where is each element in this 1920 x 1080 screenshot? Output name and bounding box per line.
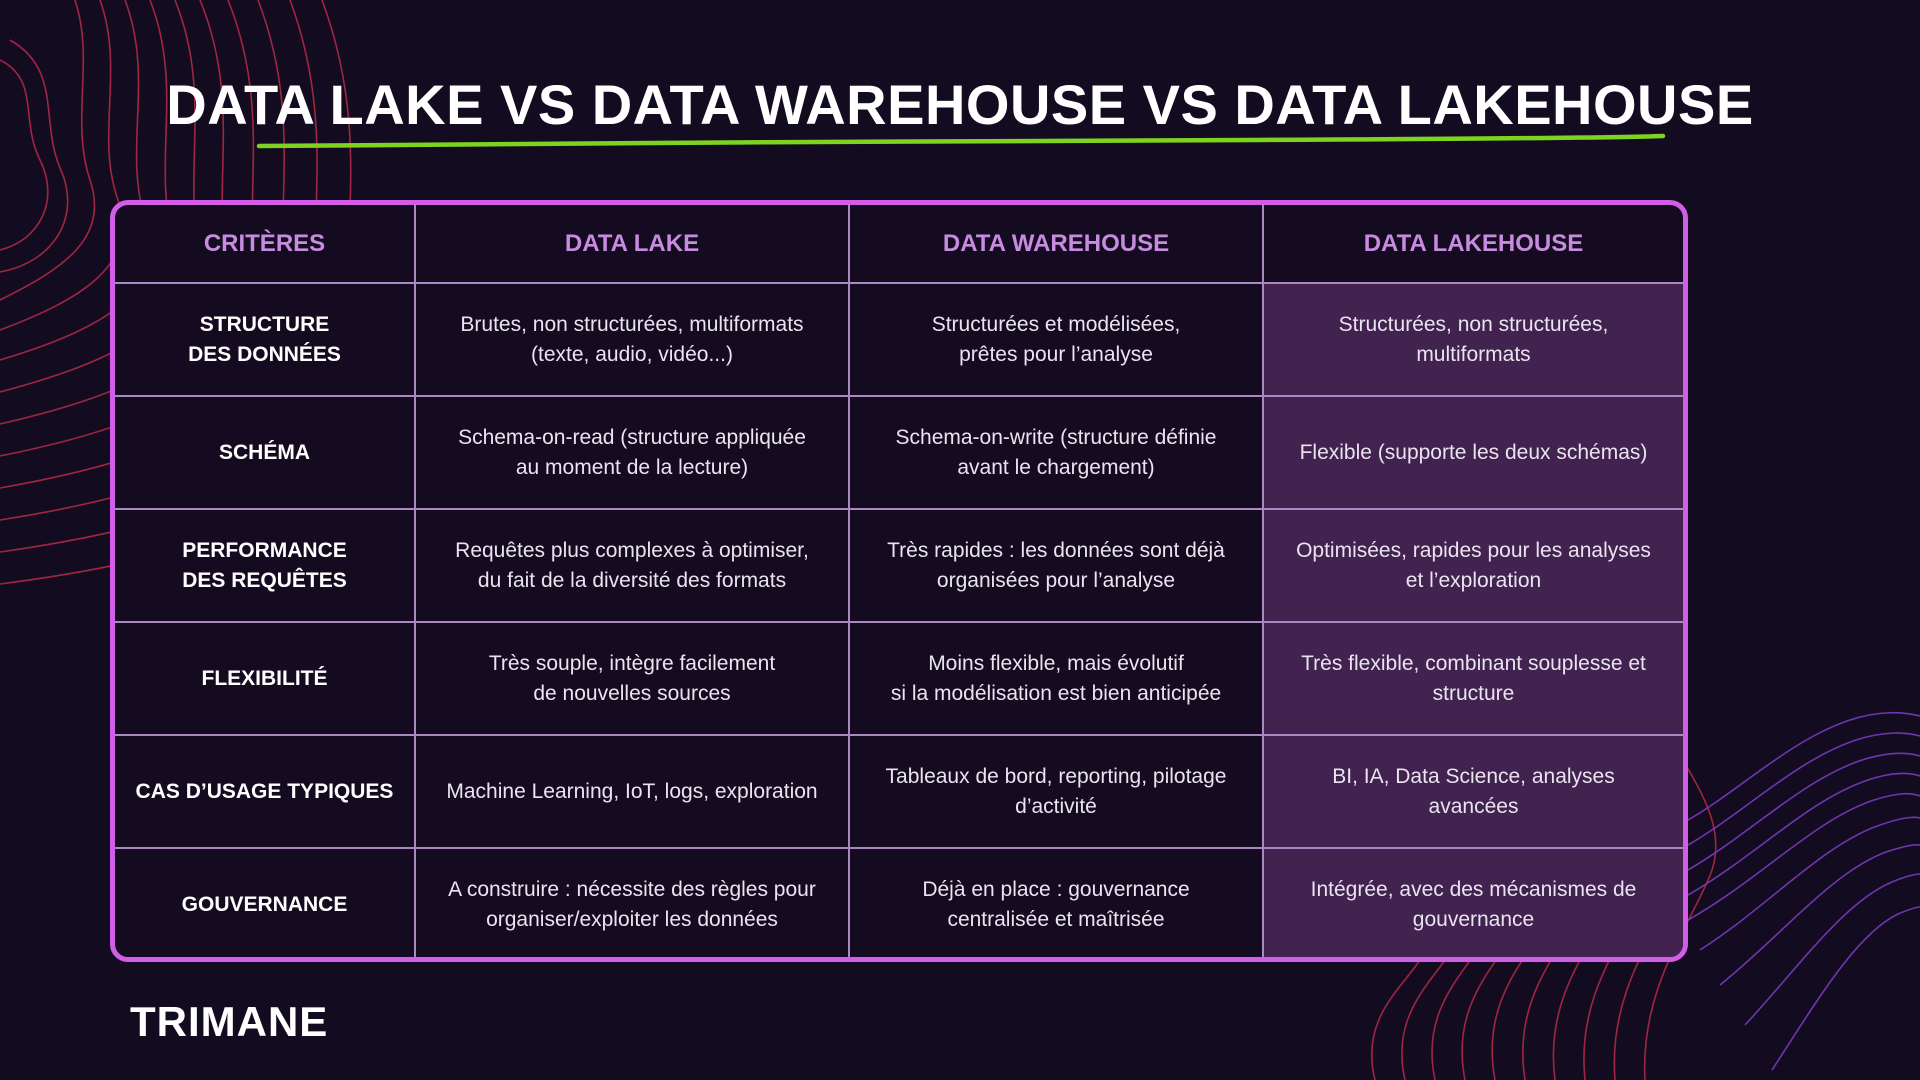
data-lakehouse-cell: Structurées, non structurées, multiforma… <box>1262 282 1683 397</box>
table-row: STRUCTURE DES DONNÉES Brutes, non struct… <box>115 282 1683 397</box>
data-lake-cell: A construire : nécessite des règles pour… <box>414 847 850 957</box>
data-lakehouse-cell: Intégrée, avec des mécanismes de gouvern… <box>1262 847 1683 957</box>
data-warehouse-cell: Très rapides : les données sont déjà org… <box>848 508 1264 623</box>
criterion-cell: PERFORMANCE DES REQUÊTES <box>115 508 416 623</box>
header-data-lakehouse: DATA LAKEHOUSE <box>1262 205 1683 284</box>
brand-logo: TRIMANE <box>130 998 329 1045</box>
criterion-cell: STRUCTURE DES DONNÉES <box>115 282 416 397</box>
data-warehouse-cell: Moins flexible, mais évolutif si la modé… <box>848 621 1264 736</box>
data-lakehouse-cell: Très flexible, combinant souplesse et st… <box>1262 621 1683 736</box>
criterion-cell: GOUVERNANCE <box>115 847 416 957</box>
table-row: SCHÉMA Schema-on-read (structure appliqu… <box>115 395 1683 510</box>
data-lake-cell: Schema-on-read (structure appliquée au m… <box>414 395 850 510</box>
table-row: FLEXIBILITÉ Très souple, intègre facilem… <box>115 621 1683 736</box>
header-data-warehouse: DATA WAREHOUSE <box>848 205 1264 284</box>
table-row: GOUVERNANCE A construire : nécessite des… <box>115 847 1683 957</box>
comparison-table: CRITÈRES DATA LAKE DATA WAREHOUSE DATA L… <box>115 205 1683 957</box>
data-lake-cell: Brutes, non structurées, multiformats (t… <box>414 282 850 397</box>
data-lake-cell: Machine Learning, IoT, logs, exploration <box>414 734 850 849</box>
table-row: PERFORMANCE DES REQUÊTES Requêtes plus c… <box>115 508 1683 623</box>
page-title: DATA LAKE VS DATA WAREHOUSE VS DATA LAKE… <box>166 73 1754 136</box>
data-lake-cell: Très souple, intègre facilement de nouve… <box>414 621 850 736</box>
criterion-cell: FLEXIBILITÉ <box>115 621 416 736</box>
data-lakehouse-cell: BI, IA, Data Science, analyses avancées <box>1262 734 1683 849</box>
data-warehouse-cell: Schema-on-write (structure définie avant… <box>848 395 1264 510</box>
data-warehouse-cell: Déjà en place : gouvernance centralisée … <box>848 847 1264 957</box>
header-criteria: CRITÈRES <box>115 205 416 284</box>
title-underline <box>256 133 1666 149</box>
data-lake-cell: Requêtes plus complexes à optimiser, du … <box>414 508 850 623</box>
data-lakehouse-cell: Flexible (supporte les deux schémas) <box>1262 395 1683 510</box>
data-warehouse-cell: Structurées et modélisées, prêtes pour l… <box>848 282 1264 397</box>
data-warehouse-cell: Tableaux de bord, reporting, pilotage d’… <box>848 734 1264 849</box>
table-row: CAS D’USAGE TYPIQUES Machine Learning, I… <box>115 734 1683 849</box>
data-lakehouse-cell: Optimisées, rapides pour les analyses et… <box>1262 508 1683 623</box>
comparison-table-frame: CRITÈRES DATA LAKE DATA WAREHOUSE DATA L… <box>110 200 1688 962</box>
criterion-cell: SCHÉMA <box>115 395 416 510</box>
header-data-lake: DATA LAKE <box>414 205 850 284</box>
table-header-row: CRITÈRES DATA LAKE DATA WAREHOUSE DATA L… <box>115 205 1683 284</box>
criterion-cell: CAS D’USAGE TYPIQUES <box>115 734 416 849</box>
